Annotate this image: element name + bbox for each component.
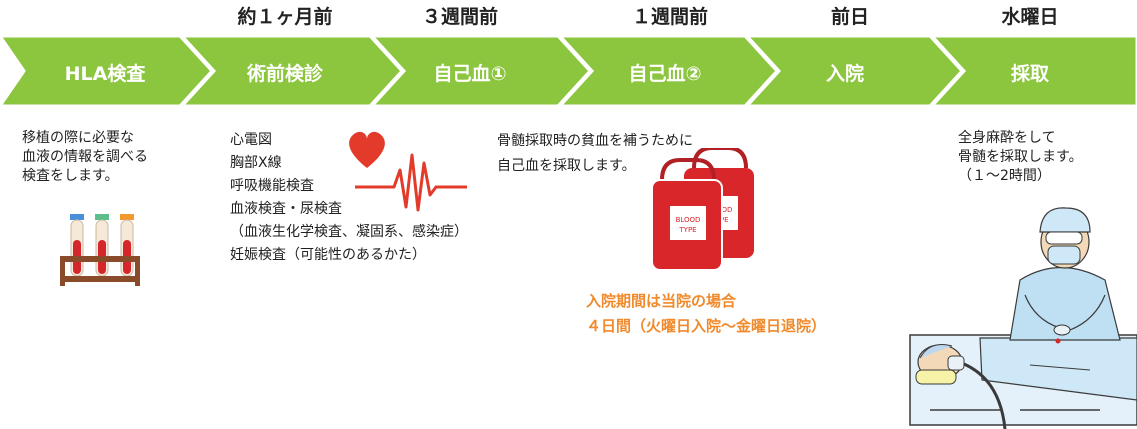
arrow-step-hla xyxy=(0,36,215,106)
desc-harvest: 全身麻酔をして 骨髄を採取します。 （１〜2時間） xyxy=(958,129,1083,186)
blood-bag-text: TYPE xyxy=(678,226,696,234)
desc-line: 自己血を採取します。 xyxy=(497,158,636,174)
notice-line: ４日間（火曜日入院〜金曜日退院） xyxy=(586,317,827,335)
desc-line: 移植の際に必要な xyxy=(22,130,134,146)
step-label-admission: 入院 xyxy=(825,63,864,85)
blood-bag-icon: BLOOD TYPE BLOOD TYPE xyxy=(651,148,754,271)
step-label-harvest: 採取 xyxy=(1010,63,1049,85)
timing-admission: 前日 xyxy=(830,6,869,28)
step-label-pre-exam: 術前検診 xyxy=(246,63,323,85)
timing-blood1: ３週間前 xyxy=(421,6,498,28)
step-label-hla: HLA検査 xyxy=(64,63,146,85)
arrow-step-blood1 xyxy=(369,36,593,106)
desc-line: 検査をします。 xyxy=(22,168,119,184)
desc-line: （１〜2時間） xyxy=(958,168,1051,184)
admission-notice: 入院期間は当院の場合 ４日間（火曜日入院〜金曜日退院） xyxy=(586,289,826,339)
desc-line: （血液生化学検査、凝固系、感染症） xyxy=(230,224,468,240)
desc-line: 呼吸機能検査 xyxy=(230,178,314,194)
arrow-step-admission xyxy=(744,36,965,106)
step-label-blood2: 自己血② xyxy=(628,63,702,85)
desc-line: 血液の情報を調べる xyxy=(22,149,148,165)
arrow-step-pre-exam xyxy=(179,36,405,106)
desc-line: 胸部X線 xyxy=(230,155,282,171)
step-label-blood1: 自己血① xyxy=(433,63,507,85)
heart-ecg-icon xyxy=(349,131,467,212)
blood-bag-text: BLOOD xyxy=(676,216,701,224)
desc-line: 妊娠検査（可能性のあるかた） xyxy=(230,247,426,263)
desc-line: 心電図 xyxy=(230,132,272,148)
desc-line: 全身麻酔をして xyxy=(958,130,1056,146)
desc-line: 骨髄を採取します。 xyxy=(958,149,1083,165)
desc-blood: 骨髄採取時の貧血を補うために 自己血を採取します。 xyxy=(497,129,693,179)
process-arrow-band xyxy=(0,36,1137,106)
arrow-step-blood2 xyxy=(557,36,780,106)
surgery-scene-illustration xyxy=(909,207,1137,429)
notice-line: 入院期間は当院の場合 xyxy=(586,292,737,310)
desc-line: 血液検査・尿検査 xyxy=(230,201,342,217)
timing-pre-exam: 約１ヶ月前 xyxy=(237,6,333,28)
timing-blood2: １週間前 xyxy=(631,6,708,28)
desc-pre-exam: 心電図 胸部X線 呼吸機能検査 血液検査・尿検査 （血液生化学検査、凝固系、感染… xyxy=(230,129,468,267)
test-tubes-icon xyxy=(60,214,140,286)
timing-harvest: 水曜日 xyxy=(1001,6,1059,28)
arrow-step-harvest xyxy=(929,36,1137,106)
desc-line: 骨髄採取時の貧血を補うために xyxy=(497,133,693,149)
desc-hla: 移植の際に必要な 血液の情報を調べる 検査をします。 xyxy=(22,129,148,186)
